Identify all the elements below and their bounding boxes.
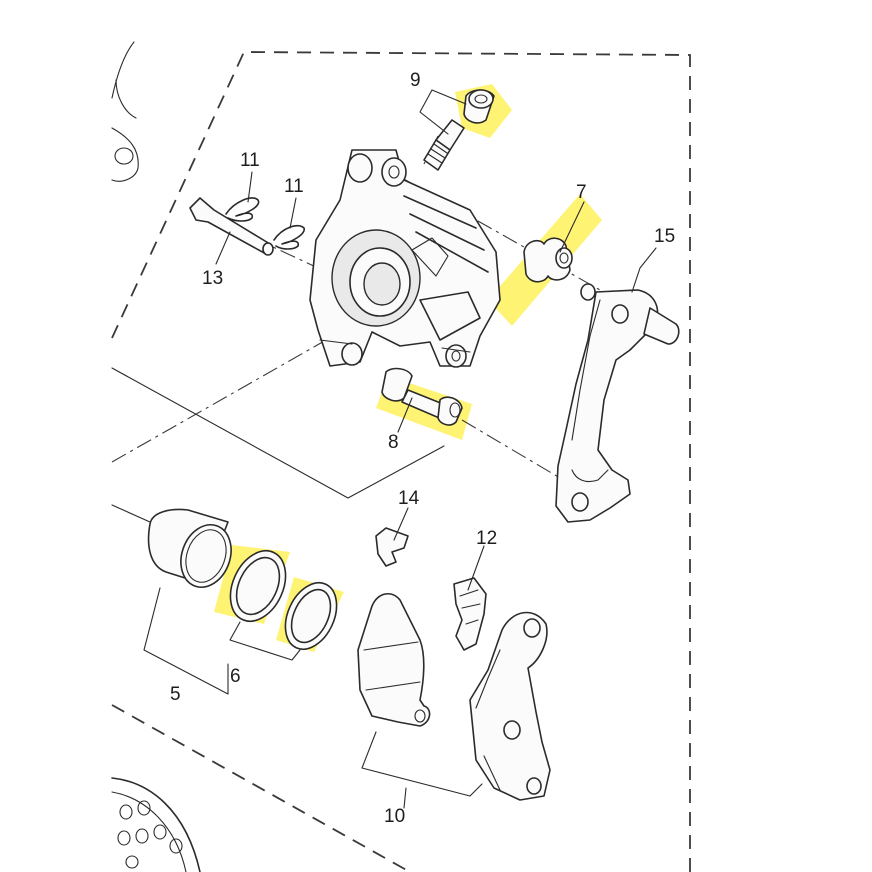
brake-disc-fragment	[111, 777, 201, 872]
callout-11-left: 11	[240, 150, 260, 171]
pad-pin	[189, 197, 274, 256]
callout-7: 7	[576, 182, 587, 203]
boundary-lower-dashed-line	[111, 704, 411, 872]
callout-12: 12	[476, 528, 497, 549]
slide-pin	[381, 367, 463, 426]
callout-13: 13	[202, 268, 223, 289]
caliper-body	[309, 149, 501, 368]
bleed-screw	[423, 89, 495, 171]
piston-seals	[229, 550, 338, 650]
callout-9: 9	[410, 70, 421, 91]
caliper-boot	[523, 237, 573, 283]
assembly-boundary	[111, 51, 691, 872]
pad-support	[453, 577, 487, 651]
callout-14: 14	[398, 488, 420, 509]
piston	[147, 508, 232, 588]
boundary-dashed-line	[111, 51, 691, 872]
fork-fragment	[111, 41, 139, 182]
callout-10: 10	[384, 806, 405, 827]
brake-pads	[357, 593, 551, 801]
callout-5: 5	[170, 684, 181, 705]
leader-lines	[143, 89, 657, 809]
callout-8: 8	[388, 432, 399, 453]
callout-15: 15	[654, 226, 675, 247]
pad-spring	[375, 527, 409, 567]
caliper-bracket	[555, 283, 680, 523]
callout-6: 6	[230, 666, 241, 687]
callout-labels: 9 11 11 13 7 15 8 14 12 6 5 10	[170, 70, 675, 827]
callout-11-right: 11	[284, 176, 304, 197]
pin-clips	[225, 197, 305, 250]
